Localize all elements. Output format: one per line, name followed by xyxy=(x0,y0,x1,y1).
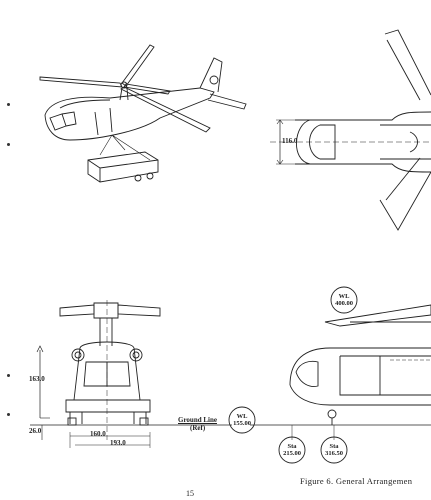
dimension-height-label: 163.0 xyxy=(29,375,45,383)
dimension-193-label: 193.0 xyxy=(110,439,126,447)
dimension-width-label: 116.0 xyxy=(282,137,298,145)
side-view-drawing xyxy=(250,304,431,440)
margin-bullet xyxy=(7,143,10,146)
reference-bubbles xyxy=(228,286,358,464)
dimension-base-label: 26.0 xyxy=(29,427,42,435)
margin-bullet xyxy=(7,374,10,377)
margin-bullet xyxy=(7,103,10,106)
ground-line-label: Ground Line xyxy=(178,416,217,424)
margin-bullet xyxy=(7,413,10,416)
page-number: 15 xyxy=(186,489,194,498)
figure-caption: Figure 6. General Arrangemen xyxy=(300,476,413,486)
helicopter-perspective-illustration xyxy=(39,44,247,183)
front-view-drawing xyxy=(30,300,232,448)
ground-line-ref-label: (Ref) xyxy=(190,424,206,432)
dimension-160-label: 160.0 xyxy=(90,430,106,438)
top-view-drawing xyxy=(270,29,431,231)
